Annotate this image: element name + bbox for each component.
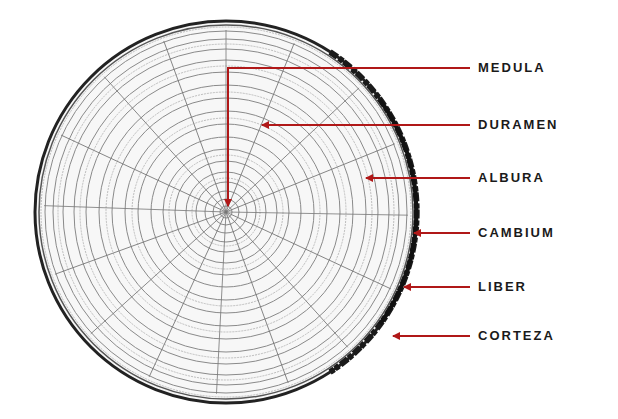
part-label: CORTEZA	[478, 328, 555, 344]
leader-lines	[228, 68, 470, 336]
part-label: DURAMEN	[478, 117, 558, 133]
part-label: CAMBIUM	[478, 225, 555, 241]
part-label: ALBURA	[478, 170, 545, 186]
part-label: MEDULA	[478, 60, 546, 76]
part-label: LIBER	[478, 279, 527, 295]
trunk-section	[35, 21, 417, 403]
